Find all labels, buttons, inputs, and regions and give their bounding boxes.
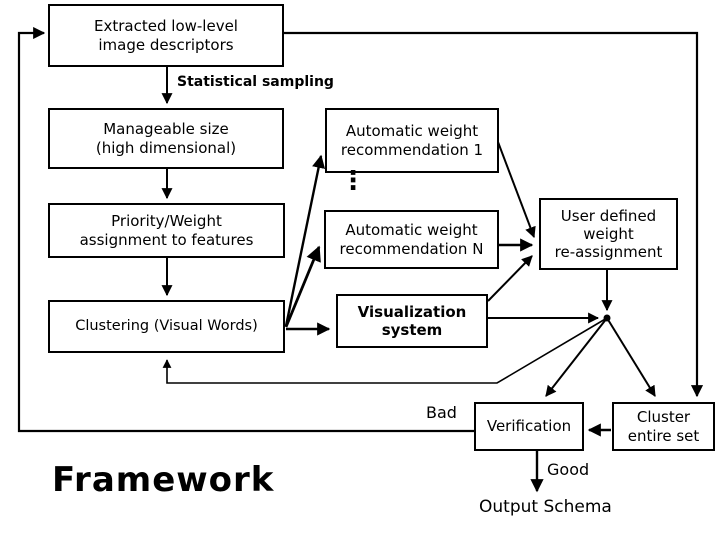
node-automatic-weight-recommendation-n: Automatic weight recommendation N: [324, 210, 499, 269]
arrow-junction-to-cluster-entire-set: [606, 317, 656, 397]
arrow-clustering-to-autorec1: [284, 154, 326, 327]
arrow-autorec1-to-userdefined: [497, 141, 536, 239]
edge-label-statistical-sampling: Statistical sampling: [177, 74, 334, 90]
arrow-visualization-to-userdefined: [487, 255, 533, 302]
node-visualization-system: Visualization system: [336, 294, 488, 348]
node-clustering-visual-words: Clustering (Visual Words): [48, 300, 285, 353]
edge-label-good: Good: [547, 460, 590, 479]
output-schema-label: Output Schema: [479, 497, 612, 517]
node-user-defined-weight-reassignment: User defined weight re-assignment: [539, 198, 678, 270]
arrow-junction-to-verification: [545, 317, 608, 397]
node-cluster-entire-set: Cluster entire set: [612, 402, 715, 451]
node-priority-weight-assignment: Priority/Weight assignment to features: [48, 203, 285, 258]
slide-title: Framework: [52, 460, 275, 500]
arrow-bad-feedback-to-extracted: [17, 26, 474, 433]
edge-label-bad: Bad: [426, 403, 457, 422]
node-manageable-size: Manageable size (high dimensional): [48, 108, 284, 169]
arrow-clustering-to-autorecn: [284, 245, 321, 328]
node-extracted-descriptors: Extracted low-level image descriptors: [48, 4, 284, 67]
arrow-junction-feedback-to-clustering: [162, 317, 608, 384]
arrow-extracted-to-cluster-entire-set: [284, 31, 704, 398]
node-automatic-weight-recommendation-1: Automatic weight recommendation 1: [325, 108, 499, 173]
node-verification: Verification: [474, 402, 584, 451]
vertical-ellipsis: ⋮: [340, 166, 366, 196]
